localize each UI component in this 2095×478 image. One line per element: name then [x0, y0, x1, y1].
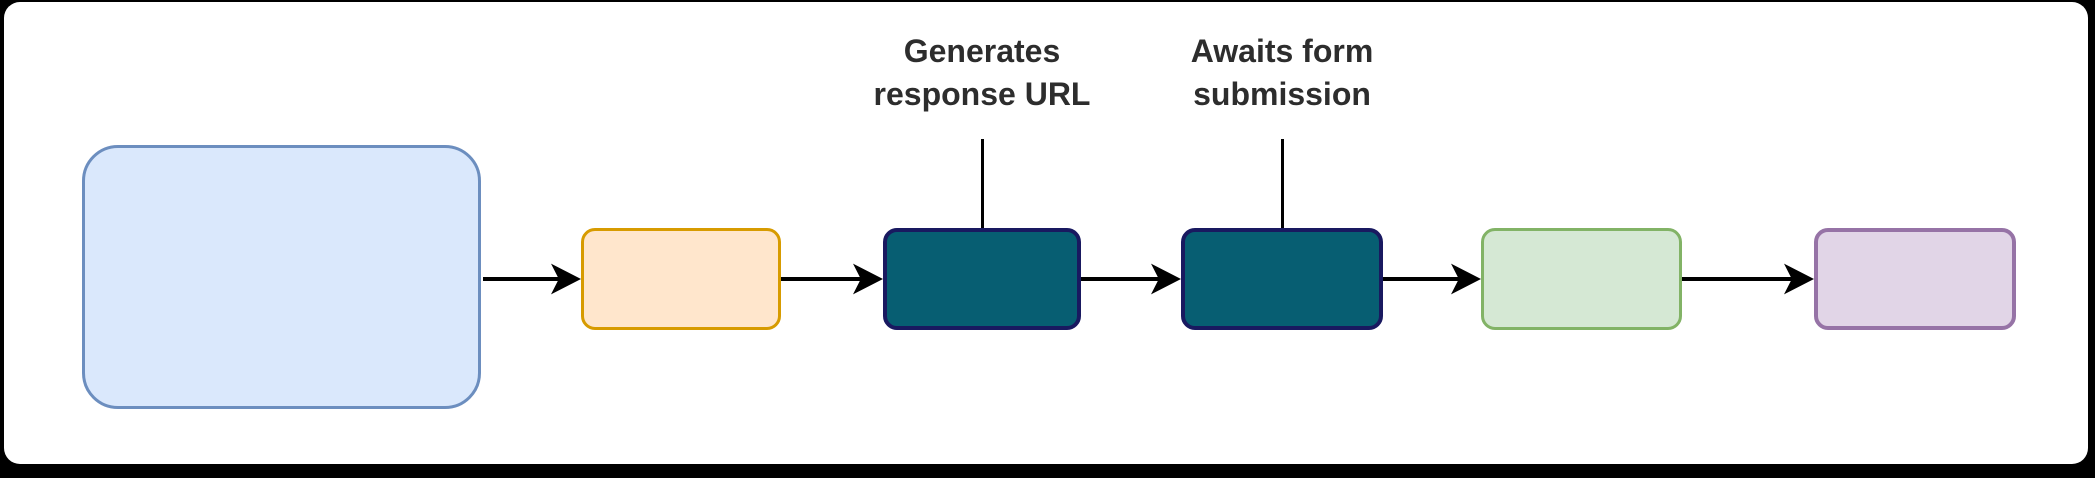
flow-node-await-submission	[1181, 228, 1383, 330]
flow-node-end	[1814, 228, 2016, 330]
arrow-shaft	[781, 277, 861, 281]
arrow-shaft	[1081, 277, 1159, 281]
annotation-label: Awaits form submission	[1190, 33, 1374, 112]
flow-node-step-4	[1481, 228, 1682, 330]
flow-node-generate-url	[883, 228, 1081, 330]
arrow-shaft	[1682, 277, 1792, 281]
flow-arrow	[1081, 263, 1181, 295]
arrow-shaft	[483, 277, 559, 281]
flow-arrow	[483, 263, 581, 295]
flow-arrow	[781, 263, 883, 295]
diagram-canvas: Generates response URL Awaits form submi…	[4, 2, 2088, 464]
flow-node-start	[82, 145, 481, 409]
annotation-label: Generates response URL	[873, 33, 1091, 112]
arrow-shaft	[1383, 277, 1459, 281]
flow-arrow	[1383, 263, 1481, 295]
annotation-connector-line	[1281, 139, 1284, 229]
annotation-connector-line	[981, 139, 984, 229]
flow-arrow	[1682, 263, 1814, 295]
flow-node-step-1	[581, 228, 781, 330]
